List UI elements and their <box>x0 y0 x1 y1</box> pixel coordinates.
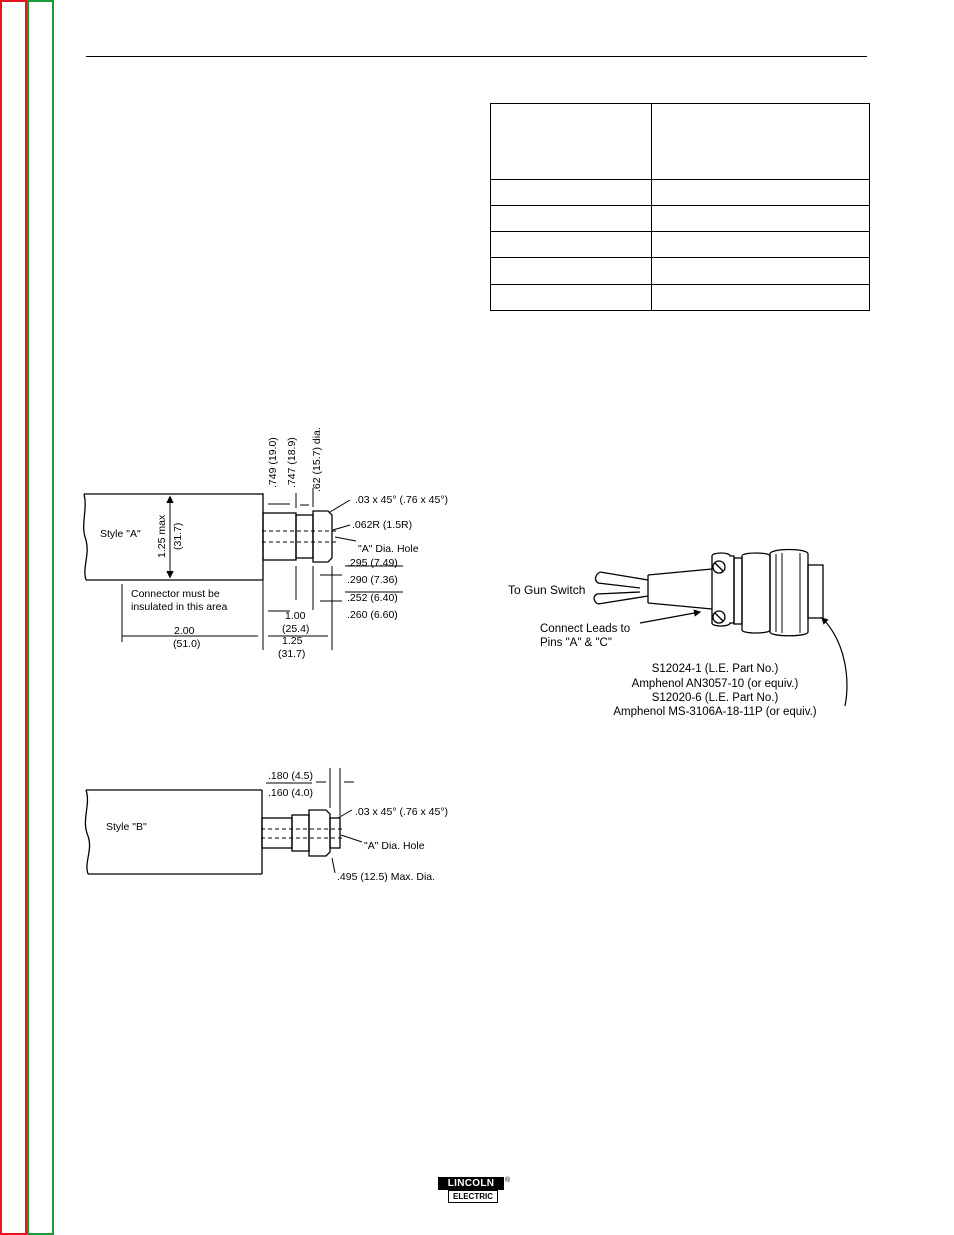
style-a-label: Style "A" <box>100 528 141 540</box>
table-row <box>490 257 870 285</box>
style-a-hole: "A" Dia. Hole <box>358 543 419 555</box>
to-gun-switch-label: To Gun Switch <box>508 583 585 597</box>
table-cell <box>651 257 870 285</box>
table-cell <box>490 204 652 233</box>
part-number-4: Amphenol MS-3106A-18-11P (or equiv.) <box>613 706 816 718</box>
style-b-labels: Style "B" .180 (4.5) .160 (4.0) .03 x 45… <box>106 770 448 883</box>
style-a-dim-62: .62 (15.7) dia. <box>311 427 323 492</box>
lincoln-electric-logo: LINCOLN ELECTRIC ® <box>438 1177 510 1203</box>
logo-registered-mark: ® <box>505 1177 511 1184</box>
style-a-dim-747: .747 (18.9) <box>286 437 298 488</box>
connector-drawing <box>593 548 848 707</box>
table-cell <box>651 103 870 180</box>
part-number-1: S12024-1 (L.E. Part No.) <box>652 663 779 675</box>
style-a-chamfer: .03 x 45° (.76 x 45°) <box>355 494 448 506</box>
table-cell <box>490 257 652 285</box>
style-a-dim-100: 1.00 <box>285 610 306 622</box>
table-cell <box>490 231 652 259</box>
connector-labels: To Gun Switch Connect Leads to Pins "A" … <box>508 583 817 718</box>
style-a-labels: Style "A" 1.25 max (31.7) .749 (19.0) .7… <box>100 427 448 660</box>
table-row <box>490 204 870 233</box>
style-a-dim-510: (51.0) <box>173 638 200 650</box>
style-a-dim-200: 2.00 <box>174 625 195 637</box>
style-a-note-1: Connector must be <box>131 588 220 600</box>
table-cell <box>490 283 652 312</box>
style-b-dim-180: .180 (4.5) <box>268 770 313 782</box>
style-b-label: Style "B" <box>106 821 147 833</box>
style-a-dim-max: 1.25 max <box>156 514 168 558</box>
connect-leads-label-1: Connect Leads to <box>540 623 630 635</box>
style-a-dim-749: .749 (19.0) <box>267 437 279 488</box>
style-a-dim-260: .260 (6.60) <box>347 609 398 621</box>
style-a-note-2: insulated in this area <box>131 601 227 613</box>
logo-electric: ELECTRIC <box>448 1190 498 1203</box>
style-a-radius: .062R (1.5R) <box>352 519 412 531</box>
table-cell <box>490 103 652 180</box>
nav-bar-green[interactable] <box>27 0 54 1235</box>
table-cell <box>490 178 652 206</box>
table-header-row <box>490 103 870 180</box>
style-a-dim-295: .295 (7.49) <box>347 557 398 569</box>
spec-table <box>490 103 870 312</box>
style-a-dim-317: (31.7) <box>278 648 305 660</box>
header-rule <box>86 56 867 57</box>
style-b-hole: "A" Dia. Hole <box>364 840 425 852</box>
part-number-3: S12020-6 (L.E. Part No.) <box>652 692 779 704</box>
style-a-drawing <box>83 488 403 650</box>
table-row <box>490 283 870 312</box>
part-number-2: Amphenol AN3057-10 (or equiv.) <box>632 678 799 690</box>
table-row <box>490 231 870 259</box>
style-a-dim-max-mm: (31.7) <box>172 523 184 550</box>
nav-bar-red[interactable] <box>0 0 27 1235</box>
style-b-dim-160: .160 (4.0) <box>268 787 313 799</box>
style-a-dim-252: .252 (6.40) <box>347 592 398 604</box>
style-b-drawing <box>84 768 363 875</box>
style-a-dim-254: (25.4) <box>282 623 309 635</box>
style-a-dim-290: .290 (7.36) <box>347 574 398 586</box>
style-a-dim-125: 1.25 <box>282 635 303 647</box>
table-cell <box>651 204 870 233</box>
style-b-chamfer: .03 x 45° (.76 x 45°) <box>355 806 448 818</box>
style-b-dim-495: .495 (12.5) Max. Dia. <box>337 871 435 883</box>
table-cell <box>651 283 870 312</box>
connect-leads-label-2: Pins "A" & "C" <box>540 637 612 649</box>
logo-lincoln: LINCOLN <box>438 1177 504 1190</box>
